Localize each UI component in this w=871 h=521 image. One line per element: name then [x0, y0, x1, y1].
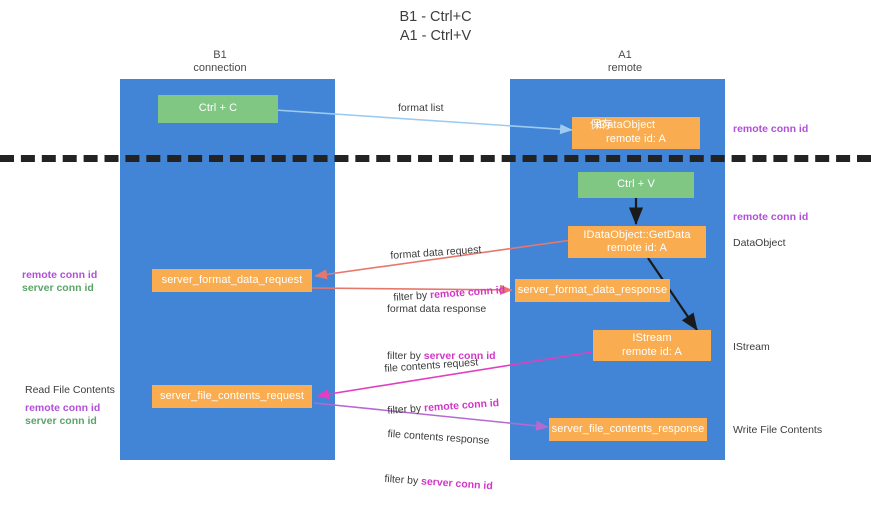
- node-ctrl-c-label: Ctrl + C: [198, 102, 238, 115]
- annotation-left-remote-conn-id: remote conn id: [22, 269, 98, 281]
- annotation-left-server-conn-id-2: server conn id: [25, 415, 97, 427]
- node-save-idataobject-line2: remote id: A: [606, 133, 666, 146]
- annotation-write-file-contents: Write File Contents: [733, 424, 823, 436]
- annotation-left-remote-conn-id-2: remote conn id: [25, 402, 101, 414]
- node-getdata-line2: remote id: A: [607, 242, 667, 254]
- node-istream-line1: IStream: [632, 332, 672, 344]
- node-istream-line2: remote id: A: [622, 345, 682, 358]
- node-save-idataobject[interactable]: 保存 IDataObject remote id: A: [572, 117, 700, 149]
- node-server-file-contents-response[interactable]: server_file_contents_response: [549, 418, 707, 441]
- node-server-format-data-request-label: server_format_data_request: [161, 273, 303, 286]
- edge-label-format-data-response-filter: filter by server conn id: [387, 350, 496, 362]
- annotation-remote-conn-id-mid: remote conn id: [733, 211, 809, 223]
- node-server-file-contents-request[interactable]: server_file_contents_request: [152, 385, 312, 408]
- node-server-format-data-response[interactable]: server_format_data_response: [515, 279, 670, 302]
- diagram-canvas: B1 - Ctrl+C A1 - Ctrl+V B1 connection A1…: [0, 9, 871, 492]
- node-ctrl-c[interactable]: Ctrl + C: [158, 95, 278, 123]
- node-server-file-contents-request-label: server_file_contents_request: [159, 389, 305, 402]
- node-save-idataobject-line1: 保存 IDataObject: [590, 119, 681, 133]
- edge-label-file-contents-response-main: file contents response: [387, 427, 490, 448]
- node-server-file-contents-response-label: server_file_contents_response: [551, 422, 705, 435]
- annotation-istream: IStream: [733, 341, 770, 353]
- node-server-format-data-response-label: server_format_data_response: [517, 283, 668, 296]
- lane-header-a1: A1 remote: [607, 49, 643, 74]
- annotation-dataobject: DataObject: [733, 237, 786, 249]
- key-server-conn-id: server conn id: [423, 350, 496, 362]
- node-server-format-data-request[interactable]: server_format_data_request: [152, 269, 312, 292]
- edge-label-format-data-response-main: format data response: [387, 303, 487, 315]
- annotation-left-server-conn-id: server conn id: [22, 282, 94, 294]
- edge-label-file-contents-response-filter: filter by server conn id: [384, 472, 494, 493]
- annotation-read-file-contents: Read File Contents: [25, 384, 115, 396]
- node-ctrl-v[interactable]: Ctrl + V: [578, 172, 694, 198]
- node-getdata-line1: IDataObject::GetData: [583, 228, 691, 241]
- edge-label-file-contents-response: file contents response filter by server …: [382, 399, 498, 521]
- edge-label-format-data-request-main: format data request: [390, 243, 482, 262]
- phase-divider: [0, 155, 871, 162]
- node-ctrl-v-label: Ctrl + V: [617, 178, 655, 191]
- annotation-remote-conn-id-top: remote conn id: [733, 123, 809, 135]
- node-getdata[interactable]: IDataObject::GetData remote id: A: [568, 226, 706, 258]
- key-server-conn-id-2: server conn id: [420, 475, 494, 493]
- lane-header-b1: B1 connection: [193, 49, 247, 74]
- node-save-idataobject-title: IDataObject: [596, 119, 656, 132]
- edge-label-file-contents-request-main: file contents request: [384, 356, 479, 375]
- node-istream[interactable]: IStream remote id: A: [593, 330, 711, 361]
- edge-label-format-data-response: format data response filter by server co…: [387, 274, 496, 391]
- edge-label-format-list: format list: [398, 102, 444, 114]
- node-save-idataobject-overlap-glyphs: 保存: [590, 119, 613, 132]
- page-title: B1 - Ctrl+C A1 - Ctrl+V: [399, 9, 472, 44]
